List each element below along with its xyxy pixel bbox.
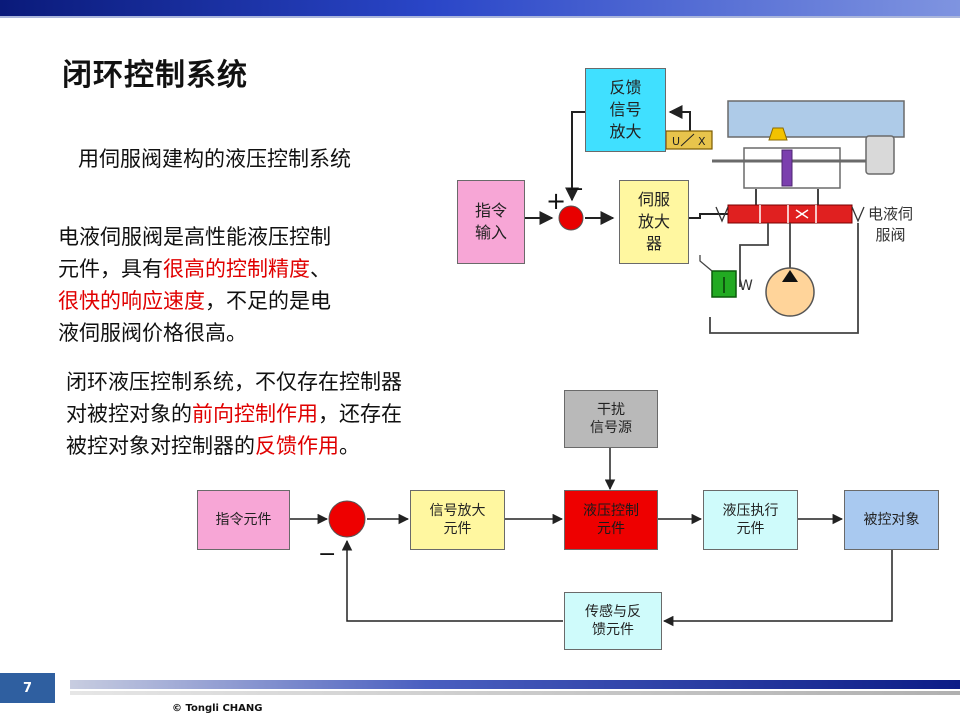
spring-w-label: W	[739, 278, 753, 294]
slide-number: 7	[0, 673, 55, 703]
valve-spring-icon	[851, 206, 865, 223]
feedback-arrow	[341, 539, 563, 622]
piston	[781, 149, 793, 187]
signal-amplifier-box: 信号放大 元件	[410, 490, 505, 550]
sensor-slash	[680, 133, 695, 147]
load-weight	[865, 135, 895, 175]
summing-junction	[328, 500, 366, 538]
paragraph-line: 被控对象对控制器的反馈作用。	[66, 434, 360, 458]
disturbance-source-box: 干扰 信号源	[564, 390, 658, 448]
highlight-text: 很快的响应速度	[58, 289, 205, 313]
minus-sign: −	[566, 177, 584, 202]
position-sensor	[665, 130, 713, 150]
valve-cross	[795, 209, 809, 219]
controlled-object-box: 被控对象	[844, 490, 939, 550]
paragraph-line: 电液伺服阀是高性能液压控制	[58, 225, 331, 249]
copyright-text: © Tongli CHANG	[172, 703, 263, 714]
sensor-wire	[668, 105, 691, 133]
feedback-wire	[565, 111, 585, 202]
hydraulic-pump	[765, 267, 815, 317]
highlight-text: 很高的控制精度	[163, 257, 310, 281]
closed-loop-block-diagram: −	[290, 448, 893, 627]
summing-junction	[558, 205, 584, 231]
bottom-banner-line	[70, 691, 960, 695]
closed-loop-paragraph: 闭环液压控制系统，不仅存在控制器 对被控对象的前向控制作用，还存在 被控对象对控…	[66, 366, 402, 462]
return-line	[709, 223, 859, 334]
paragraph-line: 对被控对象的前向控制作用，还存在	[66, 402, 402, 426]
paragraph-line: 很快的响应速度，不足的是电	[58, 289, 331, 313]
feedback-arrow	[662, 550, 893, 627]
hydraulic-actuator-box: 液压执行 元件	[703, 490, 798, 550]
minus-sign: −	[318, 542, 336, 567]
slide-subtitle: 用伺服阀建构的液压控制系统	[78, 147, 351, 171]
command-input-box: 指令 输入	[457, 180, 525, 264]
sensor-probe	[768, 127, 788, 141]
top-banner	[0, 0, 960, 16]
slide-title: 闭环控制系统	[62, 58, 248, 93]
sensor-x-label: X	[698, 135, 706, 148]
command-element-box: 指令元件	[197, 490, 290, 550]
pump-arrow-icon	[782, 270, 798, 282]
top-banner-line	[0, 16, 960, 18]
load-table	[727, 100, 905, 138]
servo-valve-label: 电液伺 服阀	[868, 205, 914, 244]
pilot-line	[699, 255, 713, 272]
paragraph-line: 液伺服阀价格很高。	[58, 321, 247, 345]
highlight-text: 前向控制作用	[192, 402, 318, 426]
paragraph-line: 元件，具有很高的控制精度、	[58, 257, 331, 281]
feedback-element-box: 传感与反 馈元件	[564, 592, 662, 650]
paragraph-line: 闭环液压控制系统，不仅存在控制器	[66, 370, 402, 394]
valve-spring-icon	[715, 206, 729, 223]
servo-valve-body	[727, 204, 853, 224]
hydraulic-control-box: 液压控制 元件	[564, 490, 658, 550]
servo-valve-paragraph: 电液伺服阀是高性能液压控制 元件，具有很高的控制精度、 很快的响应速度，不足的是…	[58, 221, 331, 349]
signal-wire	[688, 213, 728, 219]
bottom-banner	[70, 680, 960, 689]
servo-system-schematic: + − U X W	[525, 100, 905, 334]
highlight-text: 反馈作用	[255, 434, 339, 458]
feedback-amplifier-box: 反馈 信号 放大	[585, 68, 666, 152]
plus-sign: +	[546, 187, 566, 215]
servo-amplifier-box: 伺服 放大 器	[619, 180, 689, 264]
pressure-line	[739, 223, 769, 287]
sensor-u-label: U	[672, 135, 680, 148]
